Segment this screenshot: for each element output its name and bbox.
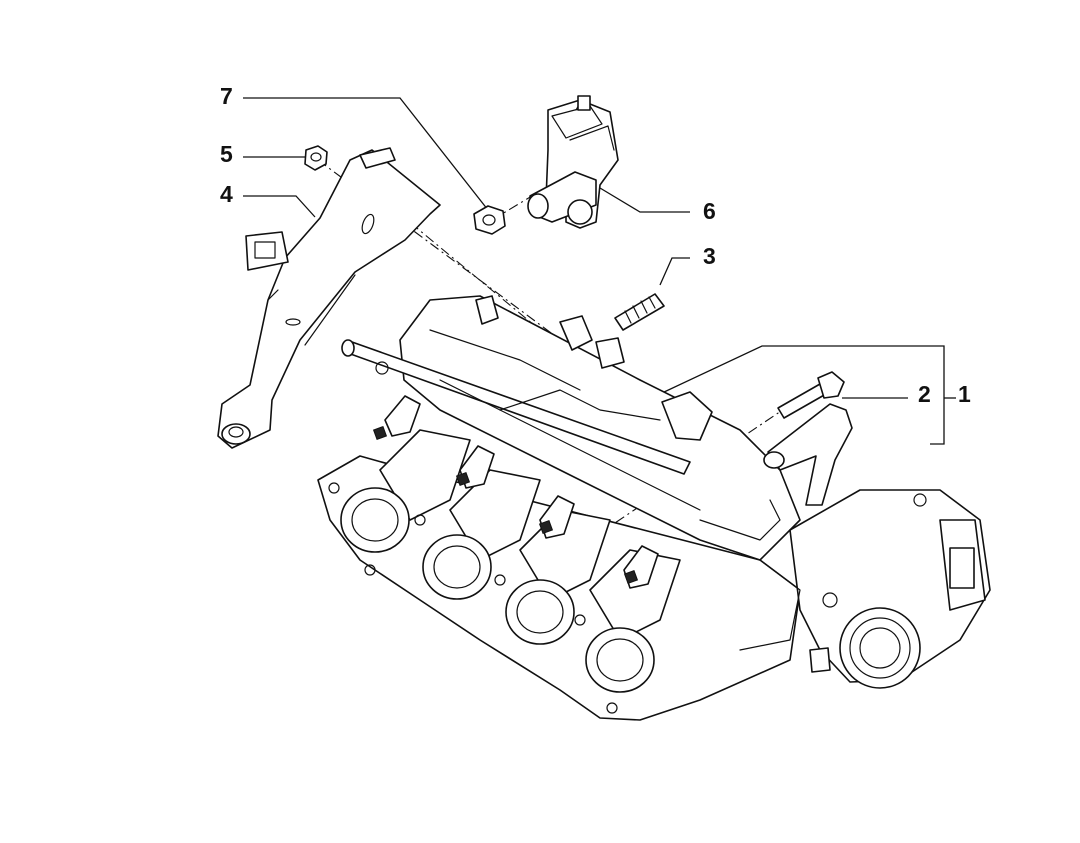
callout-7: 7 — [220, 83, 233, 109]
leader-3 — [659, 257, 690, 286]
leader-7 — [243, 97, 489, 211]
leader-6 — [599, 187, 690, 213]
stud-part-3 — [614, 293, 665, 331]
leader-1 — [661, 345, 945, 445]
leader-4 — [243, 195, 316, 218]
callout-6: 6 — [703, 198, 716, 224]
callout-3: 3 — [703, 243, 716, 269]
intake-manifold-part-1 — [317, 295, 991, 721]
nut-part-5 — [304, 145, 328, 171]
bracket-part-4 — [217, 147, 441, 449]
sensor-part-6 — [527, 95, 619, 229]
callout-2: 2 — [918, 381, 931, 407]
leader-lines — [243, 97, 956, 445]
callout-1: 1 — [958, 381, 971, 407]
callout-4: 4 — [220, 181, 233, 207]
nut-part-7 — [473, 205, 506, 235]
bolt-part-2 — [777, 371, 845, 419]
callout-5: 5 — [220, 141, 233, 167]
callout-labels: 7 5 4 6 3 2 1 — [220, 83, 971, 407]
